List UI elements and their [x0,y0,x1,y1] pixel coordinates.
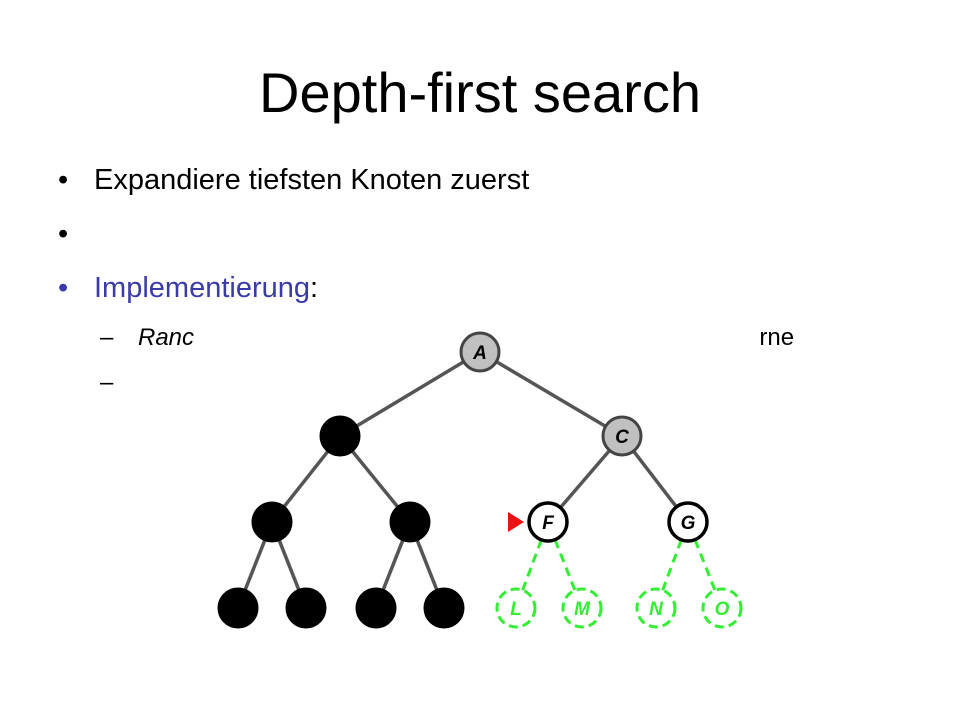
tree-edge-F-L [521,539,543,591]
tree-edge-F-M [553,539,577,591]
tree-edge-D-I [277,539,301,591]
tree-node-label-A: A [472,343,487,364]
bullet-text: Expandiere tiefsten Knoten zuerst [94,164,530,196]
tree-node-O [701,587,743,629]
tree-edge-B-E [350,449,400,509]
tree-node-label-C: C [615,427,629,448]
tree-edge-A-C [495,360,607,428]
tree-node-F [527,501,569,543]
tree-node-L [495,587,537,629]
tree-edge-B-D [282,449,330,509]
tree-edge-G-N [661,539,683,591]
tree-edge-E-J [381,539,405,591]
bullet-text-highlight: Implementierung [94,272,310,304]
tree-edge-C-F [559,449,611,509]
tree-node-K [423,587,465,629]
sub-mark: – [100,369,114,396]
bullet-text-suffix: : [310,272,319,304]
current-node-marker-icon [508,512,524,532]
tree-node-N [635,587,677,629]
tree-node-A [459,331,501,373]
tree-node-M [561,587,603,629]
search-tree-figure: A C F G L M N O [200,316,760,646]
tree-node-label-N: N [649,599,664,620]
tree-node-label-M: M [574,599,591,620]
bullet-mark: • [58,218,69,250]
bullet-mark: • [58,164,69,196]
tree-edge-D-H [243,539,267,591]
tree-node-label-O: O [715,599,730,620]
sub-mark: – [100,324,114,351]
tree-node-E [389,501,431,543]
bullet-text: Implementierung: [94,270,318,306]
tree-edge-E-K [415,539,439,591]
sub-text: Ranc [138,324,195,351]
bullet-mark: • [58,272,69,304]
tree-node-C [601,415,643,457]
tree-node-D [251,501,293,543]
slide-title: Depth-first search [259,61,701,124]
tree-node-J [355,587,397,629]
search-tree-svg: A C F G L M N O [217,331,743,629]
tree-node-label-L: L [510,599,522,620]
tree-node-B [319,415,361,457]
tree-node-H [217,587,259,629]
tree-edge-G-O [693,539,717,591]
tree-node-I [285,587,327,629]
tree-node-label-F: F [542,513,555,534]
tree-edge-C-G [632,450,678,508]
tree-node-G [667,501,709,543]
tree-edge-A-B [355,360,465,428]
tree-node-label-G: G [681,513,696,534]
